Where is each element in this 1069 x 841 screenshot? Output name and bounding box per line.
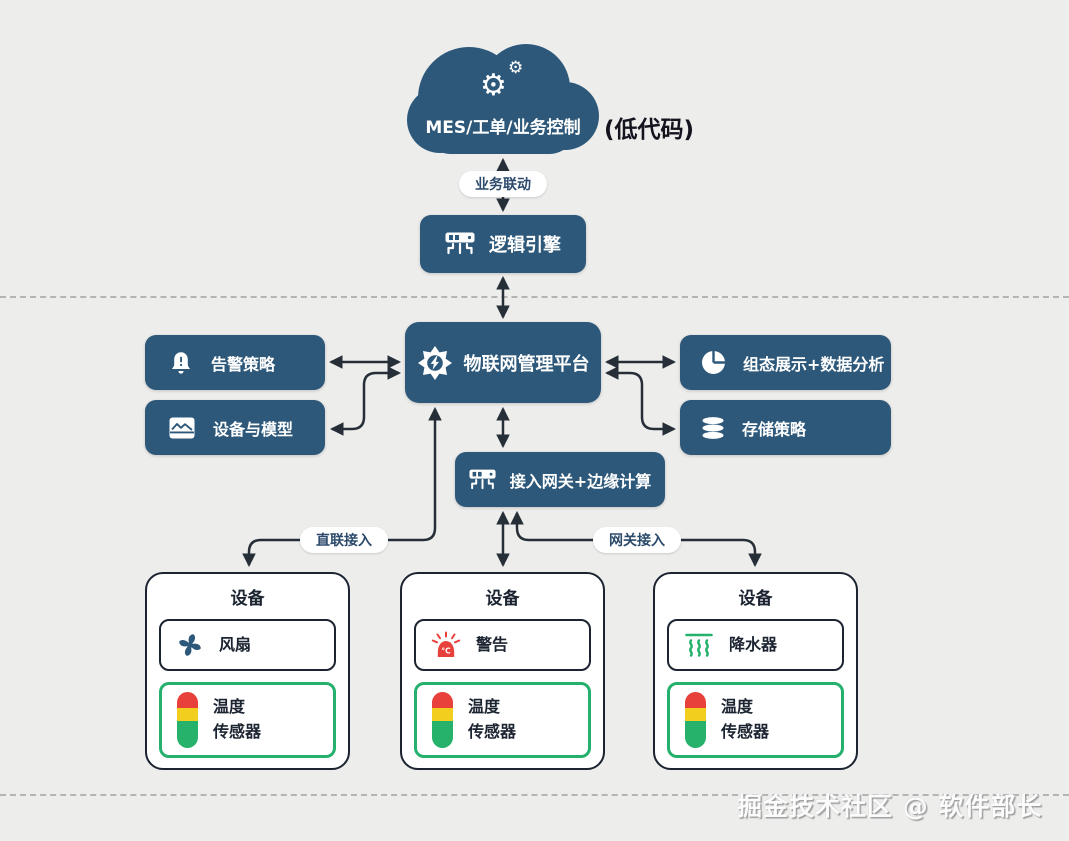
dashed-separator-top — [0, 296, 1069, 298]
direct-access-pill: 直联接入 — [300, 527, 388, 553]
gateway-access-label: 网关接入 — [609, 533, 665, 549]
node-label: 逻辑引擎 — [489, 235, 561, 256]
device-sensor-label: 温度 传感器 — [213, 697, 262, 741]
device-card-title: 设备 — [230, 589, 265, 609]
device-card-precipitation: 设备 降水器 温度 传感器 — [653, 572, 858, 770]
node-label: 接入网关+边缘计算 — [509, 471, 652, 491]
low-code-note: (低代码) — [604, 117, 695, 143]
device-sensor: 温度 传感器 — [159, 682, 336, 758]
business-link-label: 业务联动 — [475, 177, 531, 193]
node-logic-engine: 逻辑引擎 — [420, 215, 586, 273]
device-component: °C 警告 — [414, 619, 591, 671]
alert-bell-icon — [169, 350, 193, 376]
node-label: 组态展示+数据分析 — [743, 354, 885, 374]
hub-icon — [445, 232, 475, 256]
database-icon — [700, 416, 726, 440]
device-sensor: 温度 传感器 — [667, 682, 844, 758]
svg-text:°C: °C — [441, 647, 451, 656]
siren-icon: °C — [431, 631, 461, 659]
device-sensor-label: 温度 传感器 — [721, 697, 770, 741]
business-link-pill: 业务联动 — [459, 171, 547, 197]
temp-sensor-icon — [177, 692, 198, 748]
node-storage-policy: 存储策略 — [680, 400, 891, 455]
node-device-model: 设备与模型 — [145, 400, 325, 455]
device-sensor-label: 温度 传感器 — [468, 697, 517, 741]
cloud-label: MES/工单/业务控制 — [425, 118, 581, 138]
hub-icon — [469, 469, 496, 491]
precipitation-icon — [684, 632, 714, 659]
node-alert-policy: 告警策略 — [145, 335, 325, 390]
node-label: 告警策略 — [211, 354, 276, 374]
device-sensor: 温度 传感器 — [414, 682, 591, 758]
device-component: 降水器 — [667, 619, 844, 671]
temp-sensor-icon — [685, 692, 706, 748]
gear-burst-icon — [417, 345, 453, 381]
dashed-separator-bottom — [0, 794, 1069, 796]
cloud-shape — [405, 36, 601, 156]
image-icon — [169, 417, 195, 439]
gateway-access-pill: 网关接入 — [593, 527, 681, 553]
device-component-label: 风扇 — [219, 634, 252, 654]
device-component-label: 降水器 — [729, 634, 778, 654]
node-visualization: 组态展示+数据分析 — [680, 335, 891, 390]
device-component: 风扇 — [159, 619, 336, 671]
temp-sensor-icon — [432, 692, 453, 748]
device-component-label: 警告 — [476, 634, 509, 654]
device-card-title: 设备 — [738, 589, 773, 609]
device-card-fan: 设备 风扇 — [145, 572, 350, 770]
node-label: 物联网管理平台 — [463, 353, 590, 375]
fan-icon — [176, 631, 204, 659]
device-card-title: 设备 — [485, 589, 520, 609]
node-label: 设备与模型 — [213, 419, 294, 439]
watermark: 掘金技术社区 @ 软件部长 — [737, 792, 1043, 821]
device-card-alarm: 设备 °C 警告 温度 — [400, 572, 605, 770]
direct-access-label: 直联接入 — [316, 533, 372, 549]
pie-chart-icon — [700, 349, 727, 376]
gears-icon: ⚙ ⚙ — [480, 58, 524, 103]
node-label: 存储策略 — [742, 419, 807, 439]
arrow-model-platform — [329, 366, 402, 436]
node-gateway: 接入网关+边缘计算 — [455, 452, 665, 507]
arrow-platform-storage — [604, 366, 677, 436]
node-platform: 物联网管理平台 — [405, 322, 601, 403]
